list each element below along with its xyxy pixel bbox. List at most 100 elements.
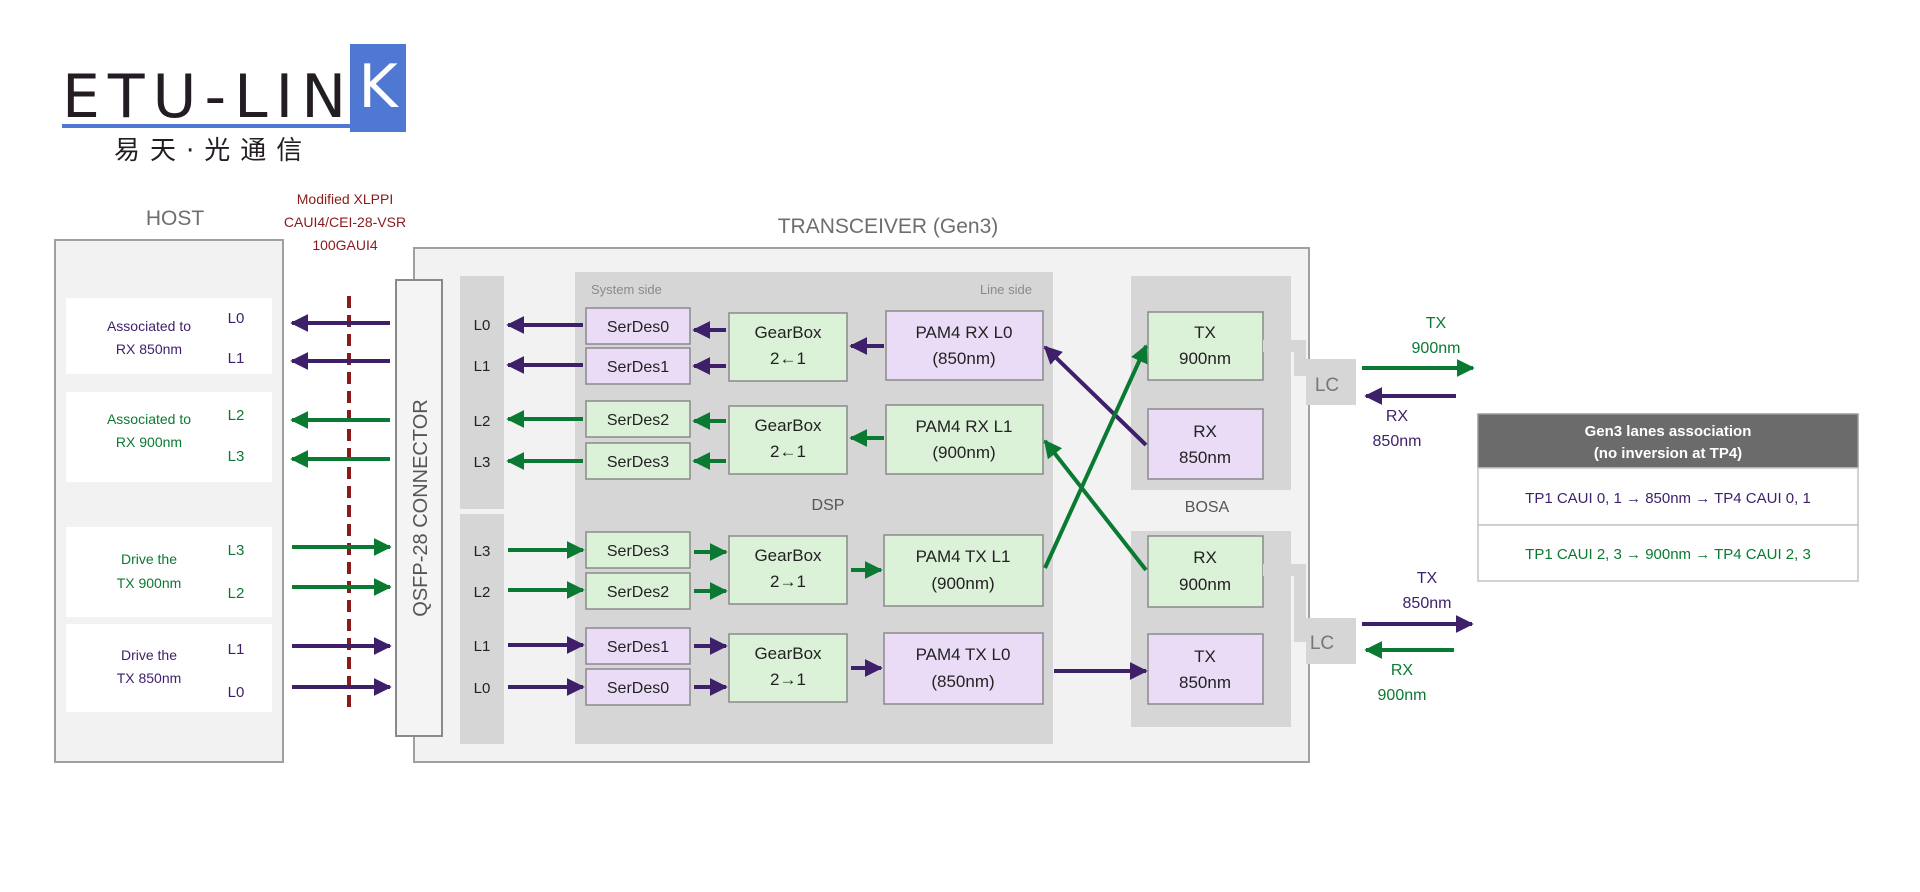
serdes-box [585, 307, 691, 345]
host-group-box [66, 527, 272, 617]
module-lane-label: L0 [474, 680, 491, 697]
serdes-box [585, 442, 691, 480]
transceiver-title: TRANSCEIVER (Gen3) [778, 215, 999, 238]
bosa-box-label: RX [1193, 422, 1217, 441]
table-title: Gen3 lanes association [1585, 423, 1752, 440]
gearbox-box [728, 405, 848, 475]
interface-note-line: 100GAUI4 [312, 237, 378, 253]
host-group-label: Drive the [121, 551, 177, 567]
lc-connector-bottom-link [1263, 564, 1306, 642]
fiber-label: 850nm [1403, 595, 1452, 612]
lc-connectors: LC LC [1263, 340, 1356, 664]
host-arrows [290, 314, 392, 696]
gearbox-box [728, 535, 848, 605]
serdes-label: SerDes1 [607, 639, 669, 656]
gearbox-ratio: 2→1 [770, 670, 806, 689]
pam4-label: (900nm) [932, 443, 995, 462]
bosa-boxes: TX 900nm RX 850nm RX 900nm TX 850nm [1147, 311, 1264, 705]
host-lane-label: L3 [228, 448, 245, 465]
logo-brand-text: ETU-LIN [62, 62, 355, 132]
lanes-association-table: Gen3 lanes association (no inversion at … [1477, 413, 1859, 582]
pam4-label: (850nm) [931, 672, 994, 691]
host-group-box [66, 392, 272, 482]
host-group-label: RX 900nm [116, 434, 182, 450]
host-lane-label: L2 [228, 407, 245, 424]
interface-note: Modified XLPPI CAUI4/CEI-28-VSR 100GAUI4 [284, 191, 406, 253]
module-lane-label: L2 [474, 413, 491, 430]
pam4-label: PAM4 TX L0 [916, 645, 1011, 664]
module-lane-label: L1 [474, 638, 491, 655]
interface-note-line: Modified XLPPI [297, 191, 394, 207]
host-lane-label: L1 [228, 350, 245, 367]
serdes-label: SerDes1 [607, 359, 669, 376]
fiber-label: TX [1426, 315, 1447, 332]
etu-link-logo: ETU-LIN K 易天·光通信 [62, 44, 407, 166]
bosa-box-label: 850nm [1179, 448, 1231, 467]
bosa-box-label: RX [1193, 548, 1217, 567]
qsfp-connector [395, 279, 443, 737]
pam4-box [883, 632, 1044, 705]
host-lane-label: L0 [228, 684, 245, 701]
logo-brand-k: K [350, 44, 406, 132]
host-lane-label: L3 [228, 542, 245, 559]
lc-connector [1306, 359, 1356, 405]
qsfp-connector-label: QSFP-28 CONNECTOR [410, 399, 432, 616]
serdes-box [585, 627, 691, 665]
fiber-arrows: TX 900nm RX 850nm TX 850nm RX 900nm [1362, 315, 1475, 704]
gearbox-title: GearBox [754, 546, 822, 565]
host-group-label: RX 850nm [116, 341, 182, 357]
pam4-label: PAM4 RX L0 [915, 323, 1012, 342]
bosa-box [1147, 633, 1264, 705]
pam4-box [883, 534, 1044, 607]
pam4-blocks: PAM4 RX L0 (850nm) PAM4 RX L1 (900nm) PA… [883, 310, 1044, 705]
gearbox-title: GearBox [754, 416, 822, 435]
gearbox-ratio: 2←1 [770, 442, 806, 461]
serdes-box [585, 400, 691, 438]
lc-label: LC [1310, 633, 1334, 654]
arrow-rx900-to-pam4-rx-l1 [1043, 439, 1148, 572]
pam4-bosa-arrows [1043, 344, 1148, 680]
serdes-box [585, 572, 691, 610]
bosa-box [1147, 311, 1264, 381]
logo-subtitle: 易天·光通信 [114, 136, 313, 166]
lc-connector-top-link [1263, 340, 1306, 376]
arrow-pam4-tx-l1-to-tx900 [1043, 344, 1148, 569]
table-row-text: TP1 CAUI 2, 3 → 900nm → TP4 CAUI 2, 3 [1525, 546, 1811, 563]
bosa-box [1147, 535, 1264, 608]
gearbox-ratio: 2→1 [770, 572, 806, 591]
fiber-label: 900nm [1412, 340, 1461, 357]
table-subtitle: (no inversion at TP4) [1594, 445, 1742, 462]
serdes-gearbox-arrows [692, 321, 728, 696]
pam4-label: (900nm) [931, 574, 994, 593]
module-lane-label: L3 [474, 454, 491, 471]
host-lane-label: L1 [228, 641, 245, 658]
table-header [1477, 413, 1859, 469]
pam4-label: PAM4 TX L1 [916, 547, 1011, 566]
lc-connector [1306, 618, 1356, 664]
serdes-label: SerDes3 [607, 543, 669, 560]
fiber-label: 900nm [1378, 687, 1427, 704]
table-row-text: TP1 CAUI 0, 1 → 850nm → TP4 CAUI 0, 1 [1525, 490, 1811, 507]
bosa-label: BOSA [1185, 499, 1230, 516]
fiber-label: 850nm [1373, 433, 1422, 450]
bosa-box-label: TX [1194, 647, 1216, 666]
lc-label: LC [1315, 375, 1339, 396]
serdes-label: SerDes3 [607, 454, 669, 471]
fiber-label: RX [1386, 408, 1409, 425]
host-group-box [66, 298, 272, 374]
module-lane-labels: L0 L1 L2 L3 L3 L2 L1 L0 [474, 317, 491, 697]
dsp-label: DSP [812, 497, 845, 514]
gearbox-box [728, 312, 848, 382]
pam4-box [885, 310, 1044, 381]
host-group-label: TX 850nm [117, 670, 182, 686]
host-lane-label: L0 [228, 310, 245, 327]
lane-serdes-arrows [506, 316, 585, 696]
gearbox-title: GearBox [754, 323, 822, 342]
gearbox-title: GearBox [754, 644, 822, 663]
gearbox-blocks: GearBox 2←1 GearBox 2←1 GearBox 2→1 Gear… [728, 312, 848, 703]
serdes-box [585, 668, 691, 706]
bosa-box-label: TX [1194, 323, 1216, 342]
table-row-900 [1477, 524, 1859, 582]
module-lane-label: L3 [474, 543, 491, 560]
